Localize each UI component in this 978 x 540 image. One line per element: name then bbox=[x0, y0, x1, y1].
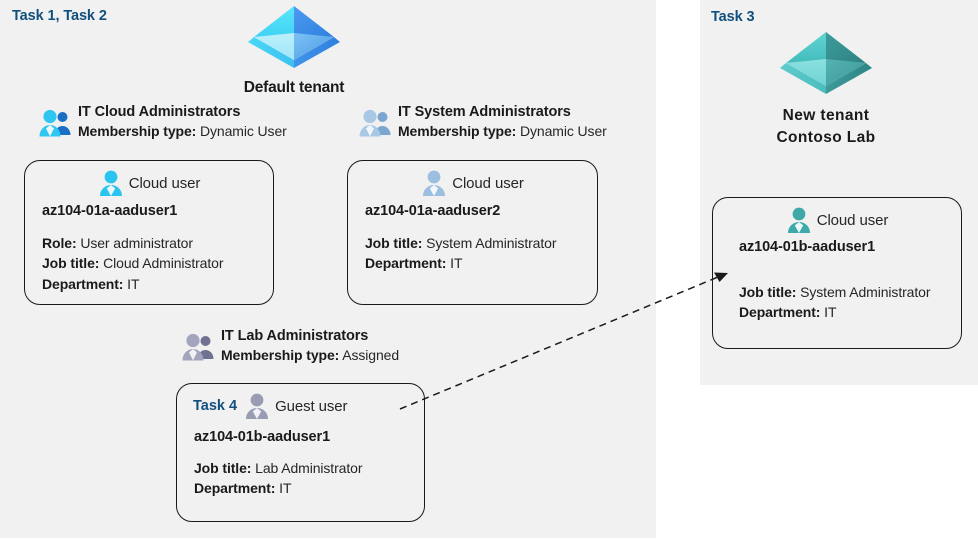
user-card-aaduser1-guest: Task 4 Guest user az104-01b-aaduser1 Job… bbox=[176, 383, 425, 522]
user-principal-name: az104-01a-aaduser1 bbox=[42, 203, 178, 219]
card-header: Cloud user bbox=[348, 161, 597, 197]
attribute-row: Job title: System Administrator bbox=[365, 233, 597, 253]
attribute-row: Department: IT bbox=[739, 302, 961, 322]
cloud-user-icon bbox=[787, 207, 810, 233]
attribute-value: System Administrator bbox=[800, 284, 931, 300]
user-principal-name: az104-01b-aaduser1 bbox=[194, 429, 331, 445]
azure-ad-tenant-icon bbox=[780, 32, 872, 94]
attribute-value: IT bbox=[279, 480, 292, 497]
attribute-row: Department: IT bbox=[365, 253, 597, 273]
attribute-value: IT bbox=[127, 275, 140, 292]
group-it-cloud-administrators: IT Cloud Administrators Membership type:… bbox=[38, 104, 287, 143]
user-attributes: Job title: System Administrator Departme… bbox=[348, 233, 597, 274]
attribute-row: Department: IT bbox=[194, 478, 424, 498]
default-tenant-panel bbox=[0, 0, 656, 538]
group-name: IT Lab Administrators bbox=[221, 328, 369, 344]
tenant-new-label-line1: New tenant bbox=[782, 107, 870, 124]
tenant-new: New tenant Contoso Lab bbox=[760, 28, 892, 149]
attribute-value: IT bbox=[450, 255, 463, 272]
attribute-label: Job title: bbox=[365, 235, 423, 251]
attribute-row: Job title: System Administrator bbox=[739, 282, 961, 302]
attribute-value: Lab Administrator bbox=[255, 460, 363, 476]
attribute-row: Job title: Lab Administrator bbox=[194, 458, 424, 478]
attribute-value: IT bbox=[824, 304, 837, 321]
user-card-aaduser1-default: Cloud user az104-01a-aaduser1 Role: User… bbox=[24, 160, 274, 305]
membership-type-value: Dynamic User bbox=[520, 123, 607, 139]
tenant-default: Default tenant bbox=[228, 2, 360, 97]
group-users-icon bbox=[38, 108, 72, 143]
task-tag-1-2: Task 1, Task 2 bbox=[12, 8, 107, 24]
guest-user-icon bbox=[246, 393, 269, 419]
user-card-aaduser1-contoso-lab: Cloud user az104-01b-aaduser1 Job title:… bbox=[712, 197, 962, 349]
attribute-label: Department: bbox=[42, 275, 124, 292]
attribute-value: Cloud Administrator bbox=[103, 255, 224, 272]
attribute-value: System Administrator bbox=[426, 235, 557, 251]
cloud-user-icon bbox=[99, 170, 122, 196]
attribute-value: User administrator bbox=[80, 235, 193, 251]
user-type-label: Cloud user bbox=[128, 174, 201, 192]
attribute-label: Role: bbox=[42, 235, 77, 251]
user-type-label: Cloud user bbox=[452, 174, 524, 192]
attribute-label: Job title: bbox=[42, 255, 100, 272]
attribute-label: Job title: bbox=[739, 284, 797, 300]
group-membership: Membership type: Dynamic User bbox=[398, 123, 607, 139]
group-name: IT System Administrators bbox=[398, 104, 571, 120]
group-name: IT Cloud Administrators bbox=[78, 104, 241, 120]
attribute-label: Department: bbox=[194, 480, 276, 497]
card-header: Cloud user bbox=[713, 198, 961, 234]
attribute-row: Department: IT bbox=[42, 274, 273, 294]
task-tag-3: Task 3 bbox=[711, 9, 755, 25]
user-principal-name: az104-01b-aaduser1 bbox=[739, 239, 876, 255]
group-it-system-administrators: IT System Administrators Membership type… bbox=[358, 104, 607, 143]
attribute-label: Department: bbox=[739, 304, 821, 321]
card-header: Cloud user bbox=[25, 161, 273, 197]
card-header: Task 4 Guest user bbox=[177, 384, 424, 420]
attribute-label: Department: bbox=[365, 255, 447, 272]
tenant-new-label-line2: Contoso Lab bbox=[776, 129, 876, 146]
group-users-icon bbox=[181, 332, 215, 367]
membership-type-label: Membership type: bbox=[78, 123, 197, 139]
user-card-aaduser2-default: Cloud user az104-01a-aaduser2 Job title:… bbox=[347, 160, 598, 305]
user-principal-name: az104-01a-aaduser2 bbox=[365, 203, 501, 219]
group-membership: Membership type: Assigned bbox=[221, 347, 399, 363]
user-type-label: Guest user bbox=[275, 397, 348, 415]
membership-type-label: Membership type: bbox=[398, 123, 517, 139]
group-it-lab-administrators: IT Lab Administrators Membership type: A… bbox=[181, 328, 399, 367]
cloud-user-icon bbox=[423, 170, 446, 196]
membership-type-label: Membership type: bbox=[221, 347, 340, 363]
user-attributes: Role: User administrator Job title: Clou… bbox=[25, 233, 273, 294]
group-membership: Membership type: Dynamic User bbox=[78, 123, 287, 139]
attribute-label: Job title: bbox=[194, 460, 252, 476]
group-users-icon bbox=[358, 108, 392, 143]
azure-ad-tenant-icon bbox=[248, 6, 340, 68]
user-attributes: Job title: Lab Administrator Department:… bbox=[177, 458, 424, 499]
tenant-default-label: Default tenant bbox=[243, 79, 345, 96]
user-attributes: Job title: System Administrator Departme… bbox=[713, 282, 961, 323]
attribute-row: Role: User administrator bbox=[42, 233, 273, 253]
membership-type-value: Dynamic User bbox=[200, 123, 287, 139]
membership-type-value: Assigned bbox=[342, 347, 400, 363]
user-type-label: Cloud user bbox=[816, 211, 889, 229]
task-tag-4: Task 4 bbox=[193, 398, 238, 414]
attribute-row: Job title: Cloud Administrator bbox=[42, 253, 273, 273]
